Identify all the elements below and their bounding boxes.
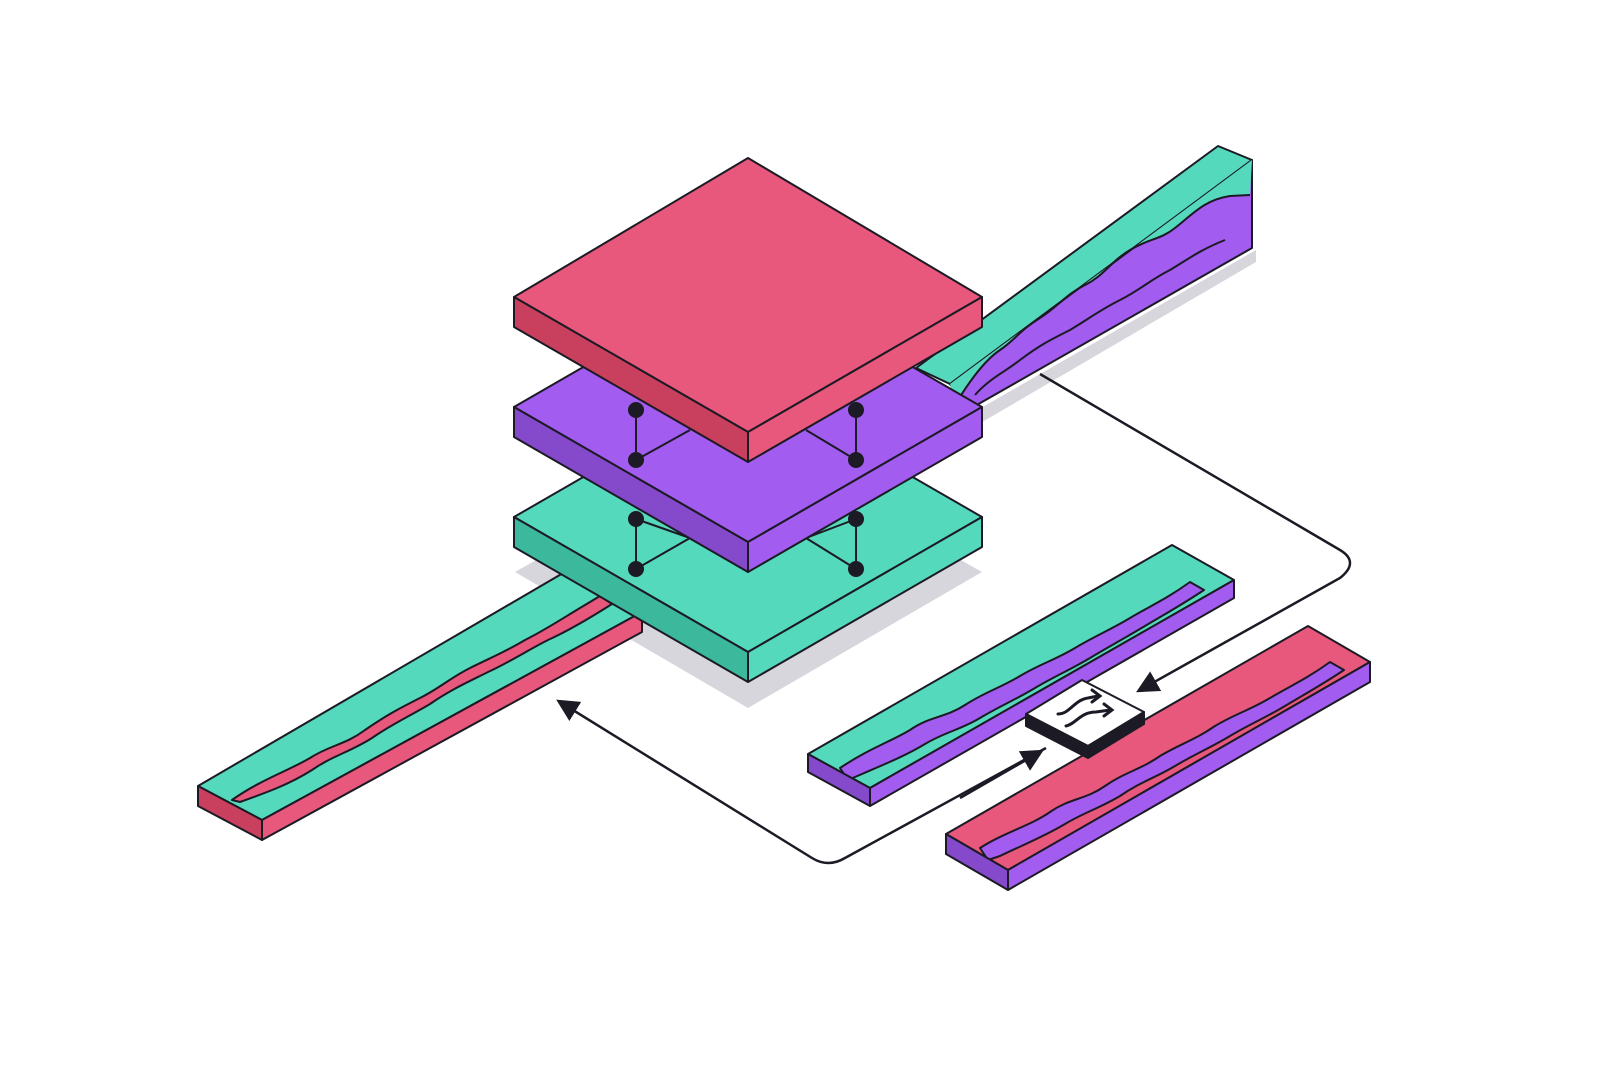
rear-stream-shadow	[960, 250, 1256, 428]
feedback-line	[556, 699, 1047, 865]
node-dot	[848, 561, 864, 577]
top-layer	[513, 157, 983, 463]
rear-stream-wave-lower	[974, 239, 1226, 396]
node-connector-icon	[635, 429, 691, 461]
input-stream-a-side	[869, 579, 1235, 807]
input-stream-a	[807, 544, 1235, 807]
top-layer-right-side	[747, 296, 983, 463]
input-stream-b-wave-band	[979, 661, 1345, 861]
node-dot	[628, 561, 644, 577]
input-stream-a-wave-band	[839, 581, 1205, 781]
middle-layer-right-side	[747, 406, 983, 573]
rear-stream-wave	[954, 194, 1251, 406]
return-path-line	[1039, 372, 1352, 693]
output-stream	[197, 547, 643, 841]
node-connector-icon	[805, 429, 857, 461]
node-dot	[628, 402, 644, 418]
switch-right-side	[1087, 711, 1145, 759]
node-connector-icon	[635, 518, 691, 539]
node-connector-icon	[805, 537, 857, 570]
node-connector-icon	[635, 537, 691, 570]
output-stream-top	[197, 547, 643, 821]
input-stream-b	[945, 625, 1371, 891]
rear-stream-wave-fill	[950, 160, 1252, 405]
rear-stream	[915, 145, 1256, 428]
node-dot	[848, 511, 864, 527]
node-dot	[628, 511, 644, 527]
input-stream-b-side	[1007, 661, 1371, 891]
output-stream-wave-band	[231, 595, 613, 803]
node-dot	[848, 402, 864, 418]
input-arrow-line	[959, 749, 1044, 800]
bottom-layer-right-side	[747, 516, 983, 683]
shuffle-icon	[1056, 688, 1115, 728]
node-dot	[848, 452, 864, 468]
output-stream-side	[261, 611, 643, 841]
lower-connectors	[628, 511, 864, 577]
node-dot	[628, 452, 644, 468]
shuffle-switch	[1025, 679, 1145, 759]
upper-connectors	[628, 402, 864, 468]
